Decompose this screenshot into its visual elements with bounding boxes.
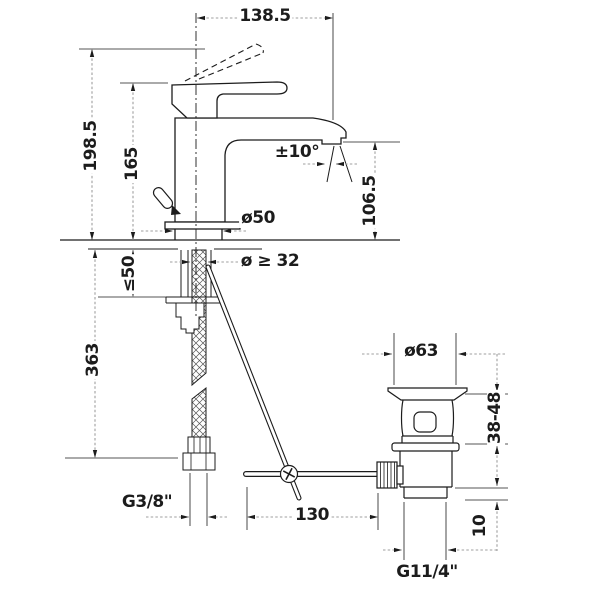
rod-pivot: [279, 464, 299, 484]
dim-total-height-label: 198.5: [81, 118, 102, 174]
dim-stream-angle-label: ±10°: [272, 142, 322, 163]
dim-supply-connection-label: G3/8": [119, 492, 175, 513]
dim-hole-diameter-label: ø ≥ 32: [238, 251, 302, 272]
pop-up-rod: [205, 264, 302, 501]
dim-hose-length-label: 363: [83, 341, 104, 379]
drain-assembly: [376, 387, 468, 499]
hose-hex-nut: [182, 452, 216, 471]
extension-lines: [65, 13, 508, 560]
dim-spout-reach-label: 138.5: [237, 6, 293, 27]
pop-up-knob: [152, 187, 181, 215]
dim-spout-height-label: 106.5: [360, 173, 381, 229]
hose-connector: [187, 436, 211, 454]
dim-deck-thickness-label: ≤50: [119, 253, 140, 295]
lever-raised-dashed: [184, 43, 264, 82]
dim-clamping-range-label: 38-48: [485, 390, 506, 446]
stream-angle-lines: [326, 145, 353, 183]
dim-base-diameter-label: ø50: [239, 208, 277, 229]
faucet-lever: [171, 81, 288, 119]
dim-body-height-label: 165: [122, 145, 143, 183]
dim-waste-detail-label: 10: [470, 512, 491, 540]
rod-coupling-knurl: [376, 461, 398, 489]
mounting-deck: [60, 239, 400, 250]
dim-waste-connection-label: G11/4": [394, 562, 460, 583]
base-ring: [164, 221, 241, 230]
mounting-nut: [165, 296, 223, 334]
waste-flange-top: [387, 387, 468, 401]
dim-waste-flange-label: ø63: [402, 341, 440, 362]
waste-slot: [413, 411, 437, 433]
dim-rod-offset-label: 130: [293, 505, 331, 526]
